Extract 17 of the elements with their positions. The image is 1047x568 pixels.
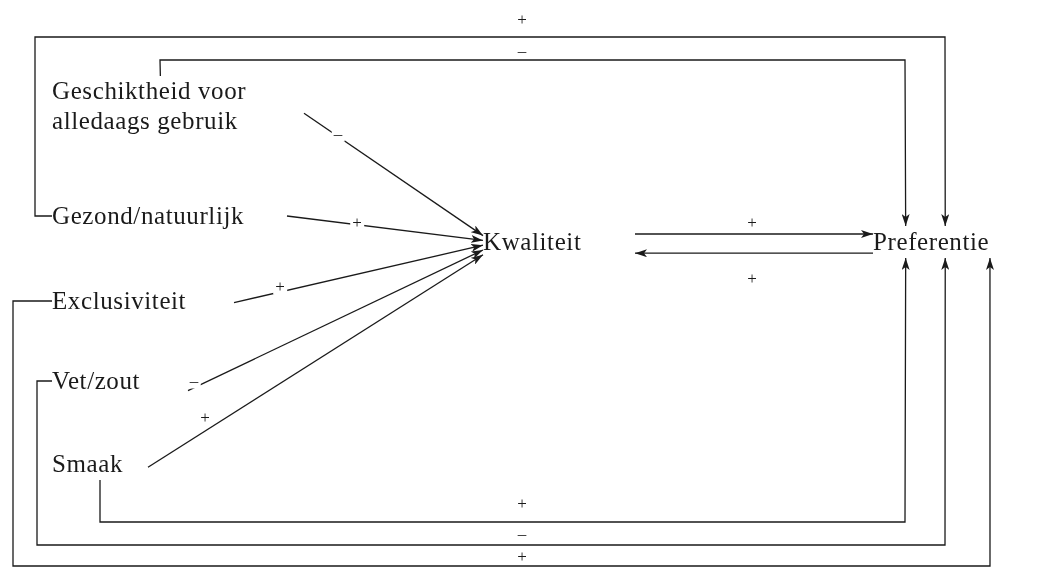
arrow: [147, 254, 484, 468]
arrow: [634, 249, 874, 258]
arrow: [233, 244, 484, 304]
arrow: [634, 230, 874, 238]
arrow: [286, 215, 484, 243]
arrow: [34, 36, 950, 227]
node-label: Geschiktheid voor alledaags gebruik: [52, 76, 248, 136]
arrow: [303, 112, 484, 237]
node-label: Smaak: [52, 449, 124, 479]
node-label: Gezond/natuurlijk: [52, 201, 245, 231]
node-label: Kwaliteit: [483, 227, 582, 257]
node-label: Preferentie: [873, 227, 990, 257]
arrow: [187, 249, 484, 392]
arrow: [159, 59, 910, 227]
node-label: Exclusiviteit: [52, 286, 187, 316]
node-label: Vet/zout: [52, 366, 141, 396]
arrow: [99, 257, 910, 523]
